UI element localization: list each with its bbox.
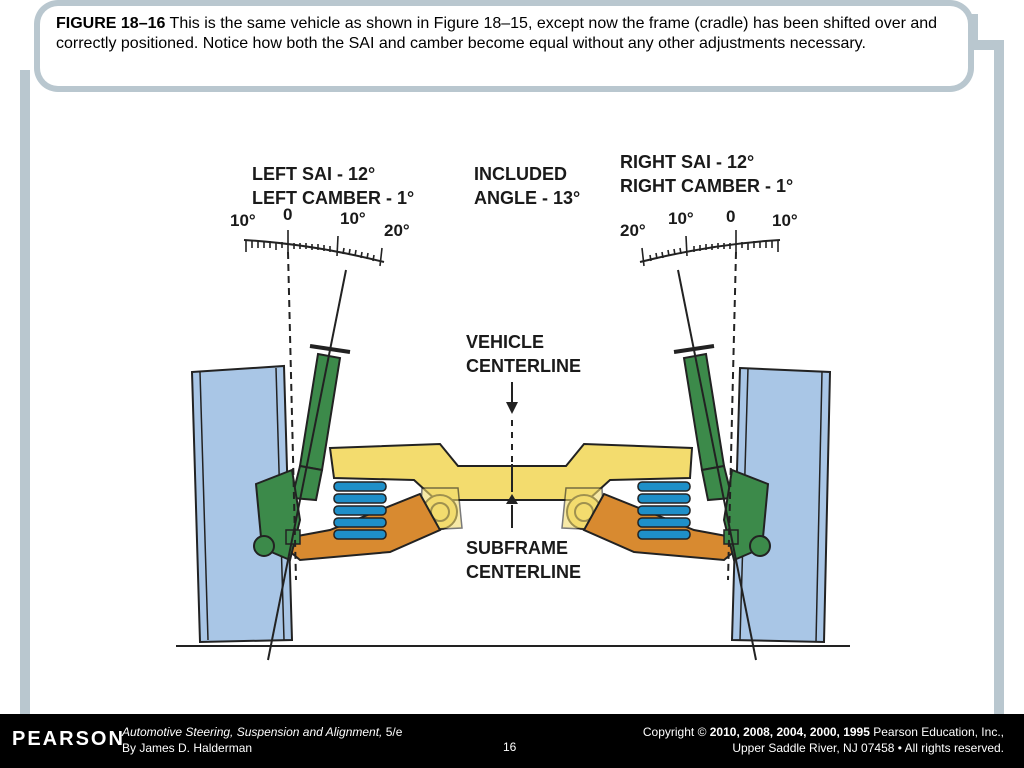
- suspension-diagram: LEFT SAI - 12° LEFT CAMBER - 1° INCLUDED…: [176, 152, 850, 661]
- right-scale-tick-label: 20°: [620, 221, 646, 240]
- vehicle-centerline-label-2: CENTERLINE: [466, 356, 581, 376]
- left-strut: [253, 344, 351, 562]
- book-info: Automotive Steering, Suspension and Alig…: [122, 724, 402, 756]
- right-scale-tick-label: 0: [726, 207, 735, 226]
- left-camber-label: LEFT CAMBER - 1°: [252, 188, 414, 208]
- vehicle-centerline-label-1: VEHICLE: [466, 332, 544, 352]
- figure-label: FIGURE 18–16: [56, 15, 166, 32]
- copyright: Copyright © 2010, 2008, 2004, 2000, 1995…: [643, 724, 1004, 756]
- copyright-prefix: Copyright ©: [642, 725, 710, 739]
- slide-footer: PEARSON Automotive Steering, Suspension …: [0, 714, 1024, 768]
- pearson-logo: PEARSON: [12, 728, 125, 750]
- left-scale-tick-label: 10°: [230, 211, 256, 230]
- subframe-centerline-label-1: SUBFRAME: [466, 538, 568, 558]
- right-sai-line: [677, 269, 757, 661]
- subframe-centerline-label-2: CENTERLINE: [466, 562, 581, 582]
- figure-caption: FIGURE 18–16 This is the same vehicle as…: [56, 14, 946, 54]
- right-coil-spring: [637, 481, 691, 540]
- caption-box: [40, 6, 968, 86]
- right-scale-tick-label: 10°: [668, 209, 694, 228]
- right-scale-tick-label: 10°: [772, 211, 798, 230]
- copyright-address: Upper Saddle River, NJ 07458 • All right…: [732, 741, 1004, 755]
- right-sai-label: RIGHT SAI - 12°: [620, 152, 754, 172]
- right-camber-label: RIGHT CAMBER - 1°: [620, 176, 793, 196]
- book-title: Automotive Steering, Suspension and Alig…: [122, 725, 383, 739]
- book-author: By James D. Halderman: [122, 741, 253, 755]
- left-sai-line: [267, 269, 347, 661]
- left-scale-tick-label: 20°: [384, 221, 410, 240]
- slide-border-corner-top: [968, 14, 978, 50]
- slide-border-left: [20, 70, 30, 720]
- included-angle-label-2: ANGLE - 13°: [474, 188, 580, 208]
- right-true-vertical-line: [727, 251, 737, 581]
- left-sai-label: LEFT SAI - 12°: [252, 164, 375, 184]
- left-scale-tick-label: 10°: [340, 209, 366, 228]
- vehicle-centerline-arrowhead: [506, 402, 518, 414]
- left-true-vertical-line: [287, 251, 297, 581]
- slide-border-corner: [968, 40, 1004, 50]
- subframe-centerline-arrowhead: [506, 494, 518, 504]
- left-coil-spring: [333, 481, 387, 540]
- copyright-suffix: Pearson Education, Inc.,: [869, 725, 1004, 739]
- left-scale-tick-label: 0: [283, 205, 292, 224]
- page-number: 16: [503, 740, 517, 754]
- copyright-years: 2010, 2008, 2004, 2000, 1995: [709, 725, 870, 739]
- left-angle-scale: 10° 0 10° 20°: [230, 205, 410, 267]
- book-edition: 5/e: [382, 725, 403, 739]
- caption-text: This is the same vehicle as shown in Fig…: [56, 15, 938, 52]
- slide-border-right: [994, 40, 1004, 720]
- right-angle-scale: 20° 10° 0 10°: [620, 207, 798, 267]
- included-angle-label-1: INCLUDED: [474, 164, 567, 184]
